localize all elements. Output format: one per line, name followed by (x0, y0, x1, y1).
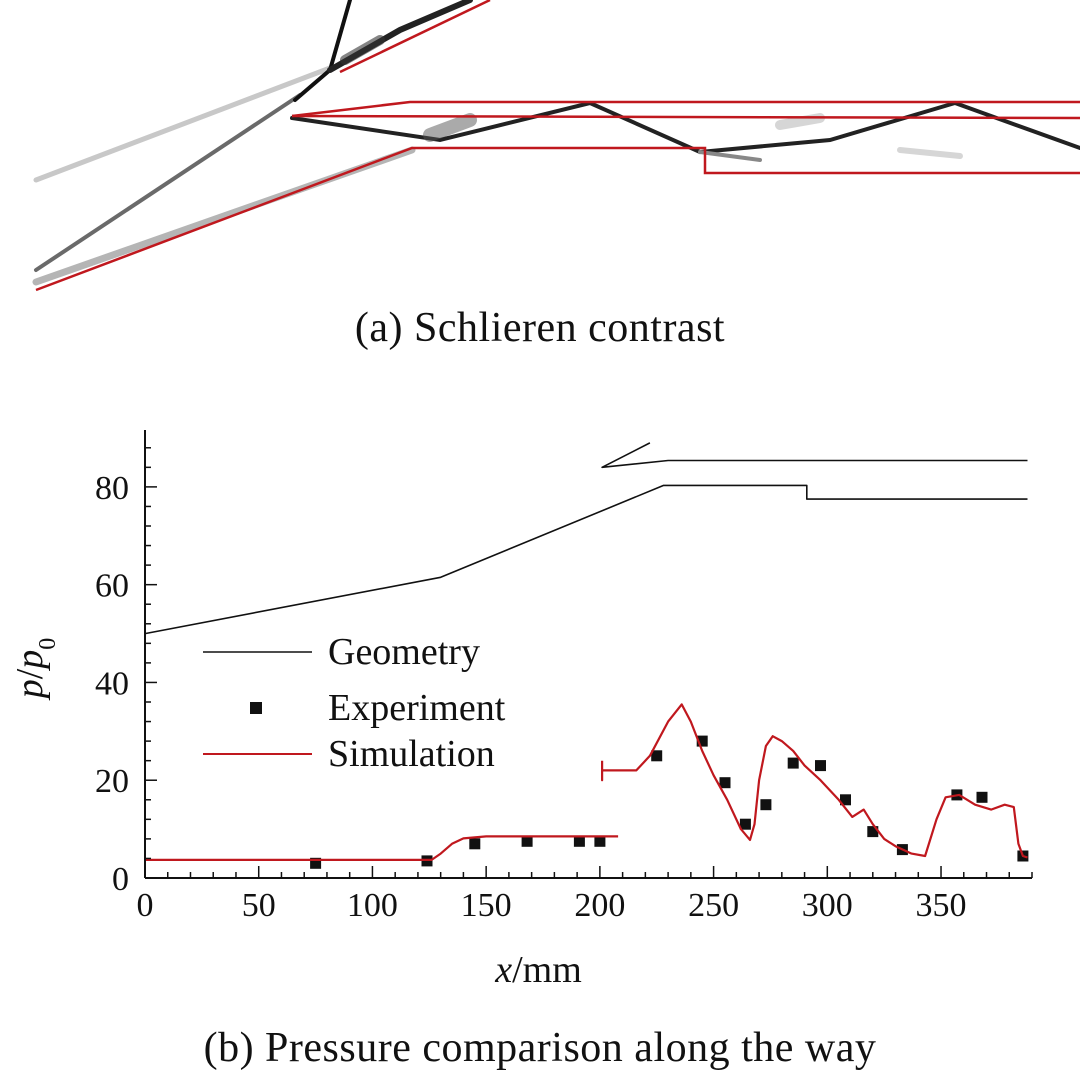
experiment-point-5 (594, 835, 606, 847)
legend-label-simulation: Simulation (328, 733, 495, 775)
y-tick-label-0: 0 (112, 861, 129, 898)
schlieren-shocks (32, 0, 1080, 286)
x-tick-label-250: 250 (688, 887, 739, 924)
x-tick-label-50: 50 (242, 887, 276, 924)
y-axis-title: p/p0 (9, 638, 61, 702)
experiment-point-0 (310, 857, 322, 869)
experiment-point-2 (469, 838, 481, 850)
schlieren-image (32, 0, 1080, 292)
experiment-point-9 (739, 818, 751, 830)
geometry-line-0 (144, 484, 1028, 635)
caption-schlieren: (a) Schlieren contrast (354, 305, 726, 351)
y-tick-label-60: 60 (95, 568, 129, 605)
experiment-point-10 (760, 799, 772, 811)
experiment-point-6 (651, 750, 663, 762)
schlieren-geometry-outline (35, 0, 1080, 292)
geometry-line-1 (601, 442, 1028, 469)
experiment-point-11 (787, 757, 799, 769)
pressure-chart: 0 50 100 150 200 250 300 350 0 20 40 60 80 x/mm p/p0 G… (9, 430, 1033, 991)
simulation-line-1 (601, 703, 1028, 859)
experiment-point-4 (573, 835, 585, 847)
x-axis-title: x/mm (494, 949, 582, 991)
legend-marker-experiment (250, 702, 262, 714)
y-tick-label-40: 40 (95, 665, 129, 702)
y-tick-label-80: 80 (95, 470, 129, 507)
legend-label-experiment: Experiment (328, 687, 506, 729)
experiment-point-17 (976, 791, 988, 803)
x-tick-label-350: 350 (916, 887, 967, 924)
axes: 0 50 100 150 200 250 300 350 0 20 40 60 80 x/mm p/p0 (9, 430, 1033, 991)
x-tick-label-200: 200 (574, 887, 625, 924)
caption-pressure: (b) Pressure comparison along the way (203, 1025, 877, 1071)
experiment-point-12 (815, 760, 826, 772)
x-tick-label-300: 300 (802, 887, 853, 924)
x-tick-label-150: 150 (461, 887, 512, 924)
experiment-point-7 (696, 735, 708, 747)
experiment-point-3 (521, 835, 533, 847)
simulation-line-0 (145, 835, 619, 861)
legend-label-geometry: Geometry (328, 631, 480, 673)
y-tick-label-20: 20 (95, 763, 129, 800)
experiment-point-8 (719, 777, 731, 789)
experiment-point-14 (867, 826, 879, 838)
experiment-point-13 (840, 794, 851, 806)
plot-area (144, 442, 1029, 869)
x-tick-label-100: 100 (347, 887, 398, 924)
x-tick-label-0: 0 (137, 887, 154, 924)
